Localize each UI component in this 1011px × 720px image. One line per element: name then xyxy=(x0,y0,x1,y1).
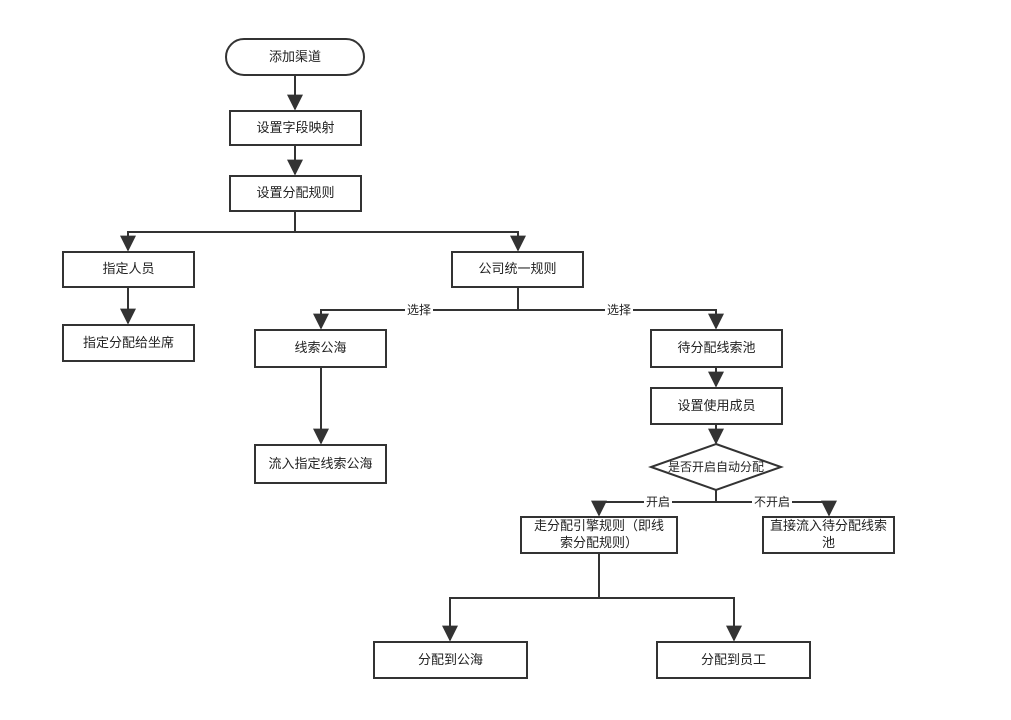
node-assign-to-seat-label: 指定分配给坐席 xyxy=(82,335,174,351)
node-assign-to-staff-label: 分配到员工 xyxy=(700,652,766,668)
node-add-channel: 添加渠道 xyxy=(225,38,365,76)
decision-diamond-label: 是否开启自动分配 xyxy=(667,460,764,474)
edge-company-to-pendingpool xyxy=(518,309,724,330)
node-lead-pool: 线索公海 xyxy=(254,329,387,368)
node-field-mapping: 设置字段映射 xyxy=(229,110,362,146)
node-assign-rules: 设置分配规则 xyxy=(229,175,362,212)
node-direct-to-pending-label: 直接流入待分配线索池 xyxy=(769,519,887,551)
node-direct-to-pending: 直接流入待分配线索池 xyxy=(762,516,895,554)
edge-label-disabled: 不开启 xyxy=(752,495,793,509)
node-assign-rules-label: 设置分配规则 xyxy=(256,186,335,201)
node-assign-to-public-sea-label: 分配到公海 xyxy=(417,652,483,668)
node-company-rule-label: 公司统一规则 xyxy=(478,262,557,277)
node-field-mapping-label: 设置字段映射 xyxy=(256,120,335,136)
edge-engine-to-publicsea xyxy=(442,554,600,642)
node-designate-person: 指定人员 xyxy=(62,251,195,288)
node-add-channel-label: 添加渠道 xyxy=(268,49,321,65)
node-set-members-label: 设置使用成员 xyxy=(677,398,756,414)
edge-label-choose-left: 选择 xyxy=(405,303,434,317)
node-set-members: 设置使用成员 xyxy=(650,387,783,425)
edge-label-enabled: 开启 xyxy=(644,495,673,509)
node-engine-rules-label: 走分配引擎规则（即线索分配规则） xyxy=(533,519,664,551)
node-assign-to-public-sea: 分配到公海 xyxy=(373,641,528,679)
edge-rules-to-designate xyxy=(120,212,296,252)
node-lead-pool-label: 线索公海 xyxy=(294,341,347,356)
node-pending-pool: 待分配线索池 xyxy=(650,329,783,368)
node-assign-to-seat: 指定分配给坐席 xyxy=(62,324,195,362)
node-engine-rules: 走分配引擎规则（即线索分配规则） xyxy=(520,516,678,554)
node-flow-to-lead-pool: 流入指定线索公海 xyxy=(254,444,387,484)
edge-engine-to-staff xyxy=(599,597,742,642)
node-pending-pool-label: 待分配线索池 xyxy=(677,341,756,356)
node-flow-to-lead-pool-label: 流入指定线索公海 xyxy=(268,456,373,472)
node-designate-person-label: 指定人员 xyxy=(102,262,155,277)
edge-label-choose-right: 选择 xyxy=(605,303,634,317)
node-company-rule: 公司统一规则 xyxy=(451,251,584,288)
edge-rules-to-company xyxy=(295,231,526,252)
node-assign-to-staff: 分配到员工 xyxy=(656,641,811,679)
